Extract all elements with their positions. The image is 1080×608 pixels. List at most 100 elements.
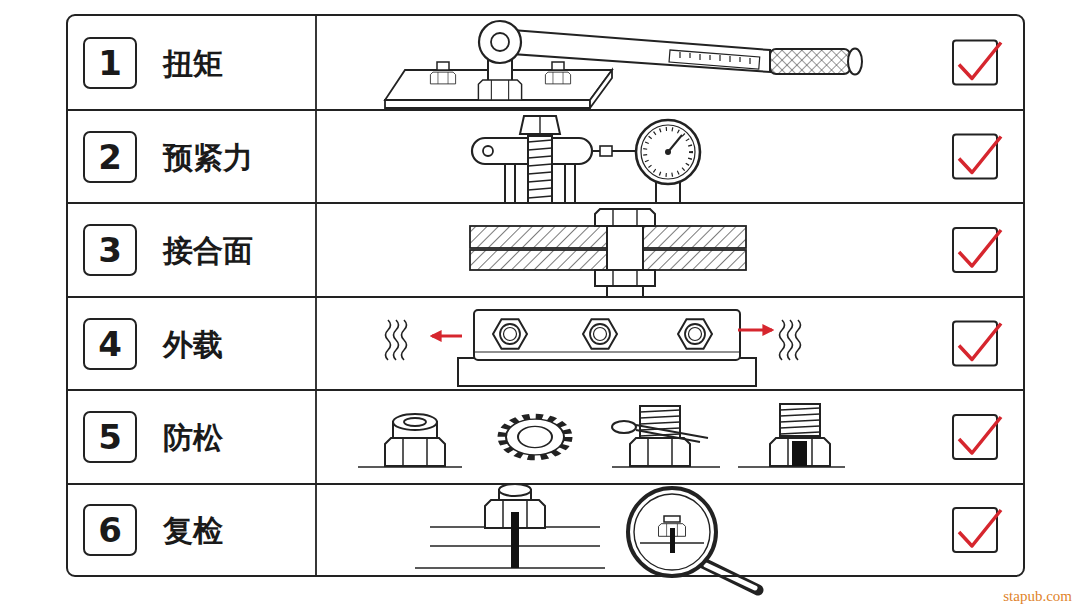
torque-wrench-illustration-part — [437, 62, 449, 70]
anti-loosening-illustration-part — [385, 438, 445, 466]
external-load-illustration-part — [386, 320, 407, 360]
check-boxes-part — [953, 508, 997, 552]
anti-loosening-illustration-part-part — [518, 426, 552, 447]
preload-gauge-illustration-part — [528, 140, 552, 198]
step-label: 复检 — [163, 514, 223, 547]
re-inspection-illustration-part — [511, 512, 519, 568]
preload-gauge-illustration-part — [539, 116, 540, 134]
check-boxes-part — [959, 230, 1001, 266]
torque-wrench-illustration-part — [479, 21, 521, 63]
torque-wrench-illustration-part — [430, 72, 455, 84]
re-inspection-illustration-part — [634, 494, 710, 570]
check-boxes-part — [959, 324, 1001, 360]
anti-loosening-illustration-part — [393, 414, 437, 430]
external-load-illustration-part — [678, 319, 712, 348]
preload-gauge-illustration — [472, 116, 700, 203]
step-number: 1 — [98, 46, 122, 80]
external-load-illustration-part — [583, 319, 617, 348]
joint-section-illustration-part — [636, 270, 637, 286]
step-number: 6 — [98, 513, 122, 547]
torque-wrench-illustration — [385, 21, 862, 108]
anti-loosening-illustration-part — [780, 404, 820, 436]
re-inspection-illustration-part — [664, 516, 680, 522]
preload-gauge-illustration-part — [665, 149, 671, 155]
step-label: 预紧力 — [163, 140, 253, 173]
anti-loosening-illustration-part — [630, 438, 690, 466]
check-boxes-part — [959, 43, 1001, 79]
preload-gauge-illustration-part — [636, 120, 700, 184]
external-load-illustration-part — [474, 310, 740, 360]
torque-wrench-illustration-part — [669, 50, 760, 69]
preload-gauge-illustration-part — [565, 164, 575, 203]
step-label: 外载 — [163, 327, 223, 360]
table-frame — [67, 15, 1024, 576]
torque-wrench-illustration-part — [385, 100, 590, 108]
preload-gauge-illustration-part — [592, 150, 636, 152]
re-inspection-illustration-part — [670, 528, 675, 553]
joint-section-illustration — [470, 209, 746, 297]
number-box: 1扭矩 — [83, 37, 137, 89]
preload-gauge-illustration-part — [483, 146, 493, 156]
preload-gauge-illustration-part — [668, 135, 682, 152]
anti-loosening-illustration-part-part — [506, 419, 564, 455]
anti-loosening-illustration-part — [640, 406, 680, 438]
check-boxes-part — [953, 135, 997, 179]
preload-gauge-illustration-part — [641, 125, 695, 179]
anti-loosening-illustration — [358, 404, 845, 467]
anti-loosening-illustration-part — [612, 421, 636, 433]
step-number: 4 — [98, 327, 122, 361]
step-number: 2 — [98, 140, 122, 174]
check-boxes-part — [959, 510, 1001, 546]
number-box: 4外载 — [83, 318, 137, 370]
check-boxes-part — [953, 41, 997, 85]
re-inspection-illustration-part — [628, 488, 716, 576]
external-load-illustration — [386, 310, 801, 386]
joint-section-illustration-part — [612, 270, 613, 286]
step-label: 防松 — [163, 421, 223, 454]
joint-section-illustration-part — [636, 209, 637, 226]
check-boxes-part — [953, 228, 997, 272]
anti-loosening-illustration-part — [404, 418, 426, 426]
re-inspection-illustration — [415, 484, 758, 590]
torque-wrench-illustration-part — [512, 30, 770, 72]
preload-gauge-illustration-part — [528, 136, 552, 203]
step-label: 接合面 — [163, 234, 253, 267]
preload-gauge-illustration-part — [505, 164, 515, 203]
check-boxes-part — [953, 415, 997, 459]
joint-section-illustration-part — [612, 209, 613, 226]
torque-wrench-illustration-part — [770, 49, 850, 74]
torque-wrench-illustration-part — [848, 49, 862, 75]
anti-loosening-illustration-part — [502, 417, 568, 458]
external-load-illustration-part — [474, 351, 740, 352]
torque-wrench-illustration-part — [491, 33, 509, 51]
torque-wrench-illustration-part — [478, 80, 521, 100]
preload-gauge-illustration-part — [520, 116, 560, 134]
watermark: stapub.com — [1003, 588, 1072, 605]
anti-loosening-illustration-part — [792, 441, 807, 466]
external-load-illustration-part — [780, 320, 801, 360]
external-load-illustration-part — [738, 329, 772, 332]
preload-gauge-illustration-part — [600, 146, 612, 156]
torque-wrench-illustration-part — [552, 62, 564, 70]
external-load-illustration-part — [432, 335, 462, 338]
check-boxes-part — [959, 417, 1001, 453]
joint-section-illustration-part — [595, 209, 655, 226]
joint-section-illustration-part — [595, 270, 655, 286]
anti-loosening-illustration-part — [636, 425, 708, 442]
step-number: 3 — [98, 233, 122, 267]
table-frame-part — [67, 15, 1024, 576]
number-box: 2预紧力 — [83, 131, 137, 183]
table-frame-part — [67, 15, 1024, 576]
step-label: 扭矩 — [163, 46, 223, 79]
preload-gauge-illustration-part — [645, 129, 691, 175]
torque-wrench-illustration-part — [545, 72, 570, 84]
anti-loosening-illustration-part — [770, 438, 830, 466]
re-inspection-illustration-part — [499, 484, 531, 496]
check-boxes-part — [953, 322, 997, 366]
external-load-illustration-part — [493, 319, 527, 348]
anti-loosening-illustration-part-part — [502, 417, 568, 458]
torque-wrench-illustration-part — [590, 70, 612, 108]
